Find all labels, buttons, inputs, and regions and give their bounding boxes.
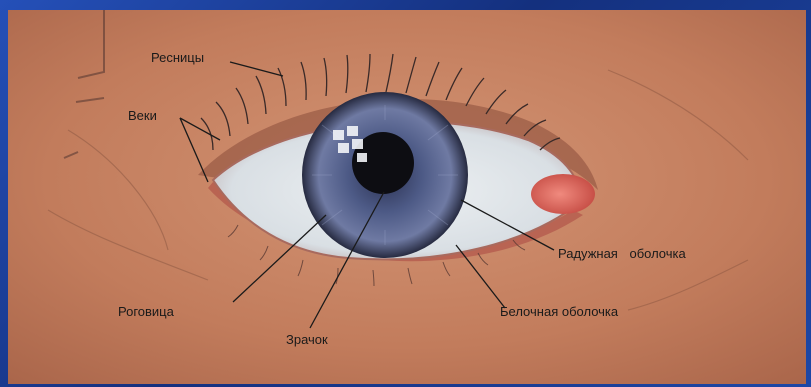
lacrimal-caruncle bbox=[531, 174, 595, 214]
eye-anatomy-illustration: Ресницы Веки Радужная оболочка Роговица … bbox=[8, 10, 806, 384]
label-pupil: Зрачок bbox=[286, 332, 328, 347]
label-eyelashes: Ресницы bbox=[151, 50, 204, 65]
label-iris: Радужная оболочка bbox=[558, 246, 686, 261]
label-cornea: Роговица bbox=[118, 304, 175, 319]
label-eyelids: Веки bbox=[128, 108, 157, 123]
label-sclera: Белочная оболочка bbox=[500, 304, 619, 319]
